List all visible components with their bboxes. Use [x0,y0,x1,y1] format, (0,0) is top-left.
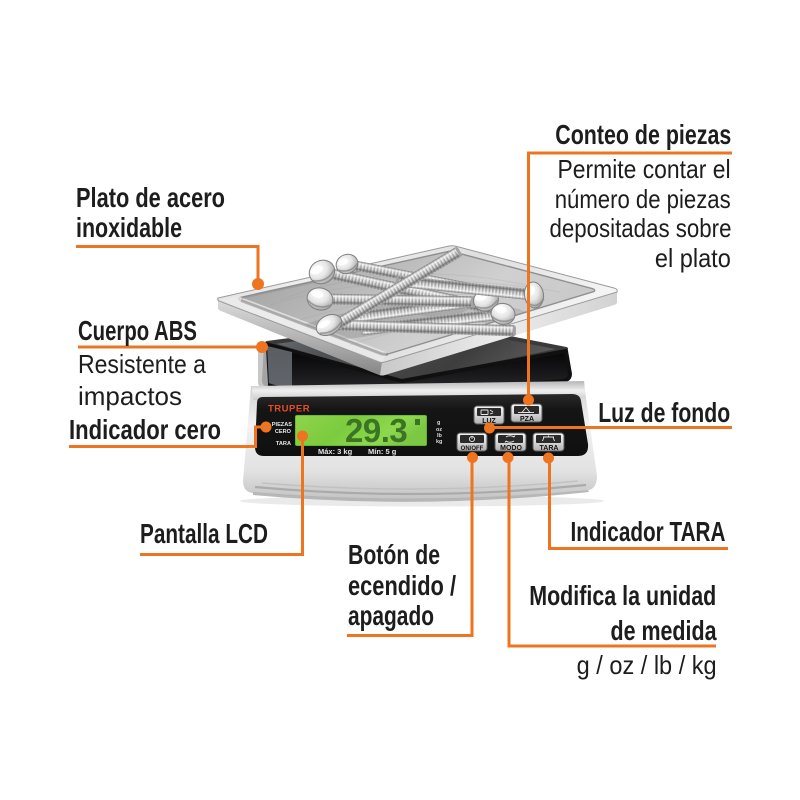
svg-text:PIEZAS: PIEZAS [272,422,292,428]
svg-text:29.3: 29.3 [345,412,407,449]
svg-text:TARA: TARA [276,441,291,447]
svg-text:lb: lb [437,433,443,439]
svg-text:TARA: TARA [540,445,559,452]
svg-text:Máx: 3 kg: Máx: 3 kg [318,447,353,456]
svg-text:Mín: 5 g: Mín: 5 g [368,447,397,456]
svg-text:MODO: MODO [500,445,522,452]
svg-text:kg: kg [436,439,442,445]
svg-text:LUZ: LUZ [482,418,496,425]
svg-text:CERO: CERO [275,429,292,435]
svg-text:oz: oz [436,427,442,433]
svg-text:TRUPER: TRUPER [268,404,310,415]
svg-text:g: g [437,420,440,426]
svg-text:ON/OFF: ON/OFF [461,446,484,452]
svg-text:PZA: PZA [520,416,534,423]
